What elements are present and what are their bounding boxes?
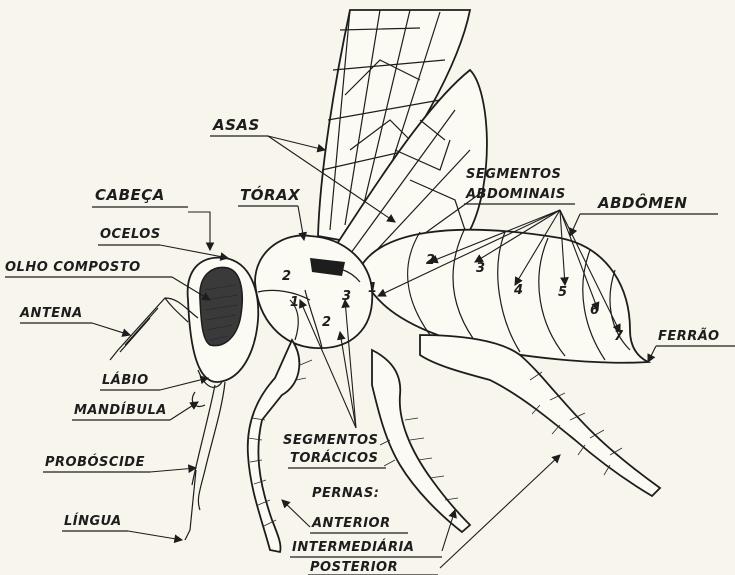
label-labio: LÁBIO (102, 372, 149, 388)
thorax-num-4: 3 (342, 289, 351, 304)
abdomen-body (360, 228, 648, 363)
label-ferrao: FERRÃO (658, 328, 720, 344)
abdomen-num-3: 3 (476, 261, 485, 276)
abdomen-num-5: 5 (558, 285, 567, 300)
label-pernas: PERNAS: (312, 486, 379, 501)
label-segmentos-abdominais-1: SEGMENTOS (466, 167, 561, 182)
label-anterior: ANTERIOR (311, 516, 391, 531)
label-segmentos-toracicos-2: TORÁCICOS (290, 450, 378, 466)
thorax-num-3: 2 (322, 315, 331, 330)
label-segmentos-toracicos-1: SEGMENTOS (283, 433, 378, 448)
label-lingua: LÍNGUA (64, 513, 122, 529)
abdomen-num-7: 7 (614, 329, 624, 344)
abdomen-num-6: 6 (590, 303, 599, 318)
thorax-num-5: 1 (368, 281, 377, 296)
label-mandibula: MANDÍBULA (74, 402, 167, 418)
label-intermediaria: INTERMEDIÁRIA (292, 539, 414, 555)
abdomen-num-4: 4 (513, 283, 523, 298)
antenna (110, 298, 198, 360)
thorax-num-1: 2 (282, 269, 291, 284)
proboscis (185, 382, 225, 540)
label-cabeca: CABEÇA (95, 186, 165, 204)
head-body (188, 258, 259, 407)
label-proboscide: PROBÓSCIDE (45, 454, 145, 470)
label-posterior: POSTERIOR (310, 560, 398, 575)
label-torax: TÓRAX (240, 185, 301, 204)
label-segmentos-abdominais-2: ABDOMINAIS (465, 187, 566, 202)
label-ocelos: OCELOS (100, 227, 161, 242)
label-abdomen: ABDÔMEN (597, 192, 687, 212)
label-asas: ASAS (212, 116, 260, 134)
label-antena: ANTENA (19, 306, 83, 321)
label-olho-composto: OLHO COMPOSTO (5, 260, 141, 275)
thorax-num-2: 1 (290, 295, 299, 310)
